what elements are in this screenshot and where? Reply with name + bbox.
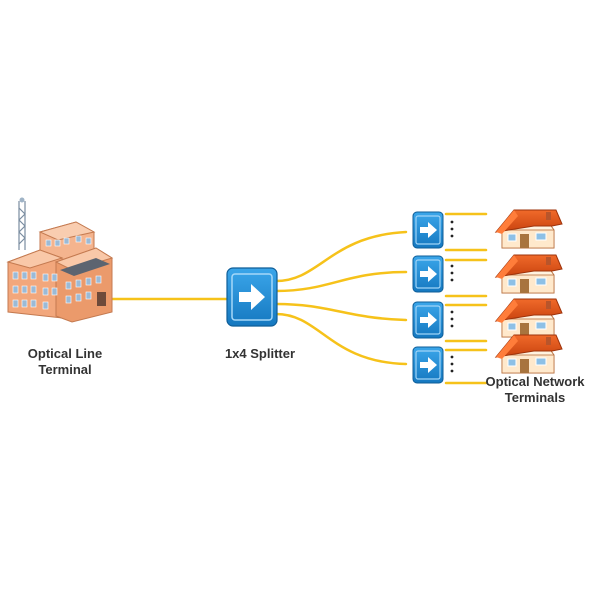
ont-label: Optical Network Terminals xyxy=(470,374,600,406)
ont-label-line1: Optical Network xyxy=(485,374,585,389)
house-icon xyxy=(495,209,563,374)
ont-icon xyxy=(412,211,444,384)
olt-label-line2: Terminal xyxy=(38,362,92,377)
ont-port-dots xyxy=(450,220,454,373)
fiber-branch-2 xyxy=(274,270,408,293)
fiber-branch-3 xyxy=(274,302,408,322)
splitter-label: 1x4 Splitter xyxy=(224,346,296,361)
olt-label: Optical Line Terminal xyxy=(10,346,120,378)
building-icon xyxy=(6,197,114,323)
fiber-branch-4 xyxy=(274,312,408,366)
splitter-icon xyxy=(226,267,278,327)
fiber-lines xyxy=(106,212,488,385)
fiber-branch-1 xyxy=(274,230,408,283)
olt-label-line1: Optical Line xyxy=(27,346,103,361)
ont-label-line2: Terminals xyxy=(504,390,566,405)
